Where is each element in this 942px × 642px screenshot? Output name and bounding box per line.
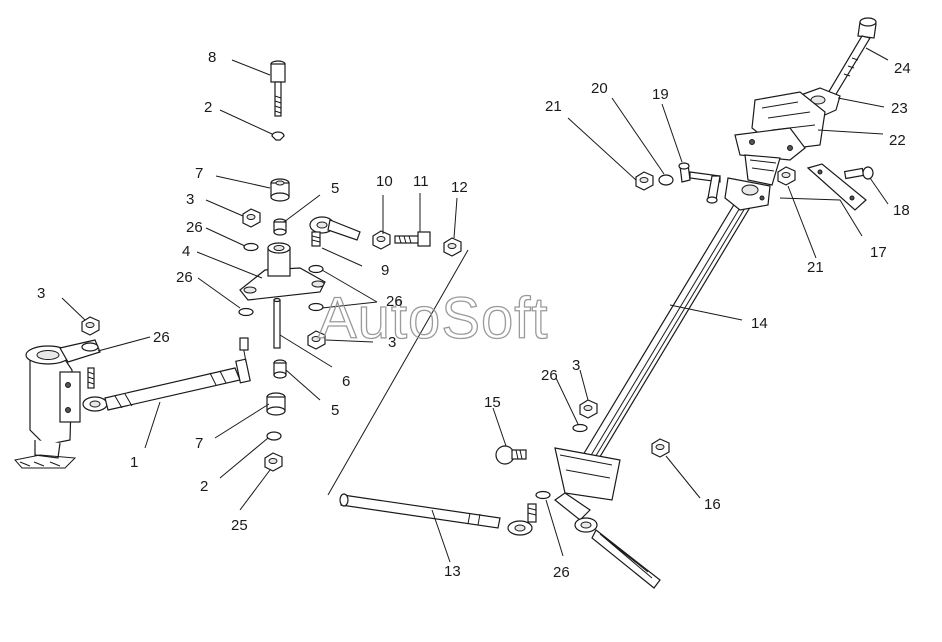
circlip-2-bottom [266, 431, 282, 441]
callout-3-lower-right: 3 [572, 357, 580, 374]
callout-26-bottom: 26 [553, 564, 570, 581]
circlip-2-top [271, 131, 285, 141]
callout-15: 15 [484, 394, 501, 411]
callout-18: 18 [893, 202, 910, 219]
bushing-7-bottom [266, 392, 286, 416]
callout-3-right: 3 [388, 334, 396, 351]
callout-5-top: 5 [331, 180, 339, 197]
nut-25 [264, 452, 283, 472]
callout-8: 8 [208, 49, 216, 66]
plate-17 [806, 163, 867, 211]
nut-12 [443, 237, 462, 257]
rod-13 [339, 493, 537, 536]
ball-joint-link [309, 216, 361, 247]
callout-10: 10 [376, 173, 393, 190]
bushing-5-top [273, 218, 287, 236]
washer-20 [658, 174, 674, 186]
nut-3-center [242, 208, 261, 228]
callout-23: 23 [891, 100, 908, 117]
callout-21-right: 21 [807, 259, 824, 276]
bolt-15 [495, 445, 527, 465]
callout-3-left: 3 [37, 285, 45, 302]
bolt-24 [823, 17, 877, 105]
callout-14: 14 [751, 315, 768, 332]
shaft-14 [579, 177, 771, 466]
callout-5-bottom: 5 [331, 402, 339, 419]
bracket-19 [678, 162, 721, 204]
callout-11: 11 [413, 173, 429, 190]
callout-12: 12 [451, 179, 468, 196]
nut-3-lower-right [579, 399, 598, 419]
bolt-8 [270, 60, 286, 117]
callout-26-left: 26 [153, 329, 170, 346]
callout-25: 25 [231, 517, 248, 534]
callout-26-lower-right: 26 [541, 367, 558, 384]
callout-6: 6 [342, 373, 350, 390]
bushing-5-bottom [273, 359, 287, 379]
callout-20: 20 [591, 80, 608, 97]
callout-16: 16 [704, 496, 721, 513]
nut-10 [372, 230, 391, 250]
callout-4: 4 [182, 243, 190, 260]
washer-26-lower [238, 307, 254, 317]
washer-26-a [308, 264, 324, 274]
callout-9: 9 [381, 262, 389, 279]
callout-21-top: 21 [545, 98, 562, 115]
bushing-7-top [270, 178, 290, 202]
assembly-line [327, 249, 469, 496]
washer-26-lower-right [572, 423, 588, 433]
callout-7-top: 7 [195, 165, 203, 182]
callout-22: 22 [889, 132, 906, 149]
washer-26-bottom [535, 490, 551, 500]
callout-24: 24 [894, 60, 911, 77]
nut-21-left [635, 171, 654, 191]
washer-26-b [308, 302, 324, 312]
callout-3-center: 3 [186, 191, 194, 208]
callout-1: 1 [130, 454, 138, 471]
nut-16 [651, 438, 670, 458]
bolt-18 [843, 166, 874, 180]
bolt-11 [394, 231, 431, 247]
nut-3-left [81, 316, 100, 336]
lower-lever-bracket [553, 447, 661, 589]
nut-3-right [307, 330, 326, 350]
callout-2-bottom: 2 [200, 478, 208, 495]
callout-26-lower: 26 [176, 269, 193, 286]
rod-1 [82, 337, 251, 412]
washer-26-left [81, 342, 99, 352]
bracket-22 [734, 91, 826, 186]
callout-19: 19 [652, 86, 669, 103]
pin-6 [273, 297, 281, 349]
washer-26-center [243, 242, 259, 252]
callout-7-bottom: 7 [195, 435, 203, 452]
callout-26-right: 26 [386, 293, 403, 310]
pedal-bracket [14, 339, 101, 469]
watermark: AutoSoft [318, 286, 548, 351]
lever-4 [239, 242, 326, 301]
leader-lines [61, 47, 889, 563]
callout-17: 17 [870, 244, 887, 261]
callout-13: 13 [444, 563, 461, 580]
callout-26-center: 26 [186, 219, 203, 236]
callout-2-top: 2 [204, 99, 212, 116]
callout-labels: 8 2 7 5 3 26 4 26 3 26 26 3 6 5 7 2 25 1… [37, 49, 911, 581]
nut-21-right [777, 166, 796, 186]
bolt-bracket [87, 367, 95, 389]
